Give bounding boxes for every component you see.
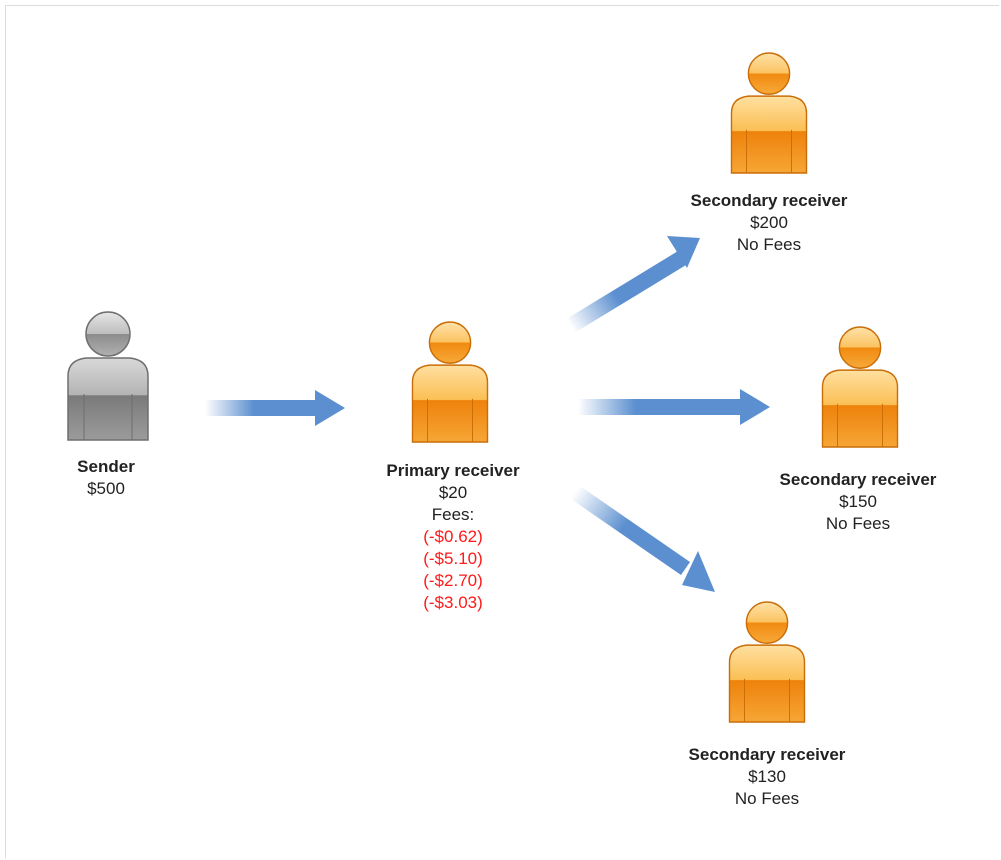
- secondary-2-name: Secondary receiver: [779, 470, 937, 489]
- secondary-2-caption: Secondary receiver $150 No Fees: [738, 469, 978, 535]
- person-orange-icon: [821, 326, 899, 448]
- arrow-primary-to-secondary-1: [568, 236, 700, 332]
- person-orange-icon: [411, 321, 489, 443]
- sender-caption: Sender $500: [0, 456, 226, 500]
- secondary-2-amount: $150: [839, 492, 877, 511]
- secondary-1-note: No Fees: [736, 235, 802, 254]
- secondary-3-name: Secondary receiver: [688, 745, 846, 764]
- secondary-2-figure: [815, 322, 905, 452]
- primary-fee-4: (-$3.03): [423, 593, 483, 612]
- primary-fees-label: Fees:: [431, 505, 475, 524]
- secondary-1-figure: [724, 48, 814, 178]
- primary-figure: [405, 317, 495, 447]
- secondary-3-caption: Secondary receiver $130 No Fees: [647, 744, 887, 810]
- diagram-frame: [5, 5, 999, 858]
- arrow-primary-to-secondary-3: [571, 486, 715, 592]
- sender-amount: $500: [87, 479, 125, 498]
- primary-name: Primary receiver: [386, 461, 520, 480]
- secondary-1-amount: $200: [750, 213, 788, 232]
- arrow-primary-to-secondary-2: [578, 389, 770, 425]
- secondary-3-note: No Fees: [734, 789, 800, 808]
- secondary-1-name: Secondary receiver: [690, 191, 848, 210]
- sender-name: Sender: [77, 457, 135, 476]
- primary-fee-2: (-$5.10): [423, 549, 483, 568]
- primary-fee-3: (-$2.70): [423, 571, 483, 590]
- person-orange-icon: [730, 52, 808, 174]
- sender-figure: [58, 310, 158, 442]
- arrow-sender-to-primary: [205, 390, 345, 426]
- secondary-2-note: No Fees: [825, 514, 891, 533]
- person-gray-icon: [67, 311, 149, 441]
- secondary-1-caption: Secondary receiver $200 No Fees: [649, 190, 889, 256]
- primary-amount: $20: [438, 483, 468, 502]
- person-orange-icon: [728, 601, 806, 723]
- secondary-3-figure: [722, 597, 812, 727]
- secondary-3-amount: $130: [748, 767, 786, 786]
- primary-fee-1: (-$0.62): [423, 527, 483, 546]
- primary-caption: Primary receiver $20 Fees: (-$0.62) (-$5…: [333, 460, 573, 614]
